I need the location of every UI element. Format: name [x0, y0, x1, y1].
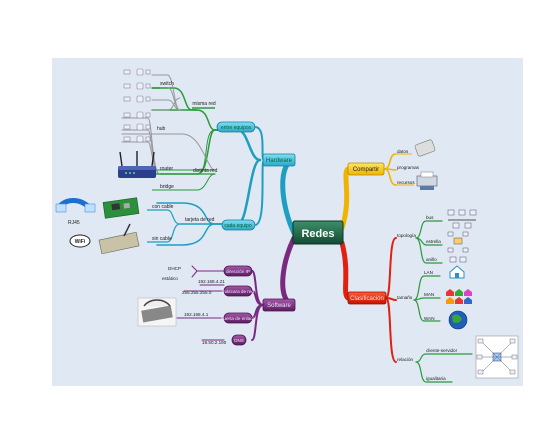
label-router: router — [160, 166, 173, 172]
node-hardware[interactable] — [262, 153, 296, 167]
label-bus: bus — [426, 215, 434, 220]
label-datos: datos — [397, 149, 409, 154]
switch-computers — [123, 68, 151, 143]
star-topology-icon — [447, 231, 469, 253]
svg-text:WiFi: WiFi — [75, 239, 86, 245]
label-mask-value: 255.255.255.0 — [182, 290, 212, 295]
label-clasificacion: Clasificación — [350, 296, 384, 302]
node-puerta-de-enlace[interactable] — [223, 312, 253, 324]
lan-icon — [449, 265, 465, 279]
label-misma-red: misma red — [192, 101, 216, 107]
node-dns[interactable] — [231, 334, 247, 346]
central-node[interactable] — [292, 220, 344, 245]
node-compartir[interactable] — [347, 162, 385, 176]
label-dns-value: 19.50.2.190 — [202, 340, 227, 345]
label-hardware: Hardware — [266, 158, 293, 164]
clasificacion-subtree — [385, 220, 473, 383]
label-recursos: recursos — [397, 180, 415, 185]
compartir-subtree — [383, 153, 397, 186]
rj45-cable-image — [55, 198, 96, 213]
hard-disk-icon — [414, 139, 436, 157]
label-man: MAN — [424, 292, 434, 297]
software-subtree — [176, 265, 264, 341]
label-direccion-ip: dirección IP — [226, 269, 250, 274]
printer-icon — [416, 171, 438, 190]
label-ip-value: 192.168.4.21 — [198, 279, 225, 284]
node-software[interactable] — [262, 298, 296, 312]
hardware-branch — [280, 157, 297, 236]
label-rj45: RJ45 — [68, 220, 80, 226]
keyboard-image — [137, 297, 177, 327]
label-puerta-de-enlace: puerta de enlace — [221, 316, 256, 321]
node-clasificacion[interactable] — [347, 291, 387, 305]
label-estrella: estrella — [426, 239, 441, 244]
router-image — [118, 151, 156, 178]
label-dns: DNS — [234, 338, 244, 343]
label-compartir: Compartir — [353, 167, 379, 173]
node-direccion-ip[interactable] — [223, 265, 253, 277]
label-tarjeta-de-red: tarjeta de red — [185, 217, 215, 223]
man-icon — [446, 289, 472, 304]
wireless-card-image — [98, 223, 140, 255]
node-mascara-de-red[interactable] — [223, 285, 253, 297]
label-bridge: bridge — [160, 184, 174, 190]
label-programas: programas — [397, 165, 420, 170]
label-gateway-value: 192.168.4.1 — [184, 312, 209, 317]
label-cada-equipo: cada equipo — [224, 223, 251, 229]
ring-topology-icon — [449, 256, 467, 263]
compartir-branch — [339, 166, 351, 231]
label-lan: LAN — [424, 270, 433, 275]
client-server-diagram — [475, 335, 519, 379]
label-hub: hub — [157, 126, 166, 132]
label-sin-cable: sin cable — [152, 236, 172, 242]
label-igualitaria: igualitaria — [426, 376, 446, 381]
bus-topology-icon — [447, 209, 477, 229]
label-entre-equipos: entre equipos — [221, 125, 252, 131]
label-wan: WAN — [424, 316, 435, 321]
label-tamano: tamaño — [397, 295, 413, 300]
clasificacion-branch — [339, 240, 351, 301]
label-topologia: topología — [397, 233, 416, 238]
label-software: Software — [267, 303, 291, 309]
mind-map: misma red switch hub distinta red router… — [55, 68, 519, 383]
label-mascara-de-red: máscara de red — [222, 289, 254, 294]
label-estatico: estático — [162, 276, 178, 281]
label-cliente-servidor: cliente-servidor — [426, 348, 458, 353]
label-con-cable: con cable — [152, 204, 174, 210]
label-anillo: anillo — [426, 257, 437, 262]
software-branch — [280, 235, 297, 308]
label-relacion: relación — [397, 357, 414, 362]
label-switch: switch — [160, 81, 174, 87]
central-title: Redes — [301, 228, 334, 240]
wan-globe-icon — [448, 310, 468, 330]
network-card-image — [102, 197, 140, 219]
wifi-logo: WiFi — [69, 234, 91, 248]
mind-map-canvas: misma red switch hub distinta red router… — [52, 58, 523, 386]
label-dhcp: DHCP — [168, 266, 181, 271]
label-distinta-red: distinta red — [193, 168, 218, 174]
